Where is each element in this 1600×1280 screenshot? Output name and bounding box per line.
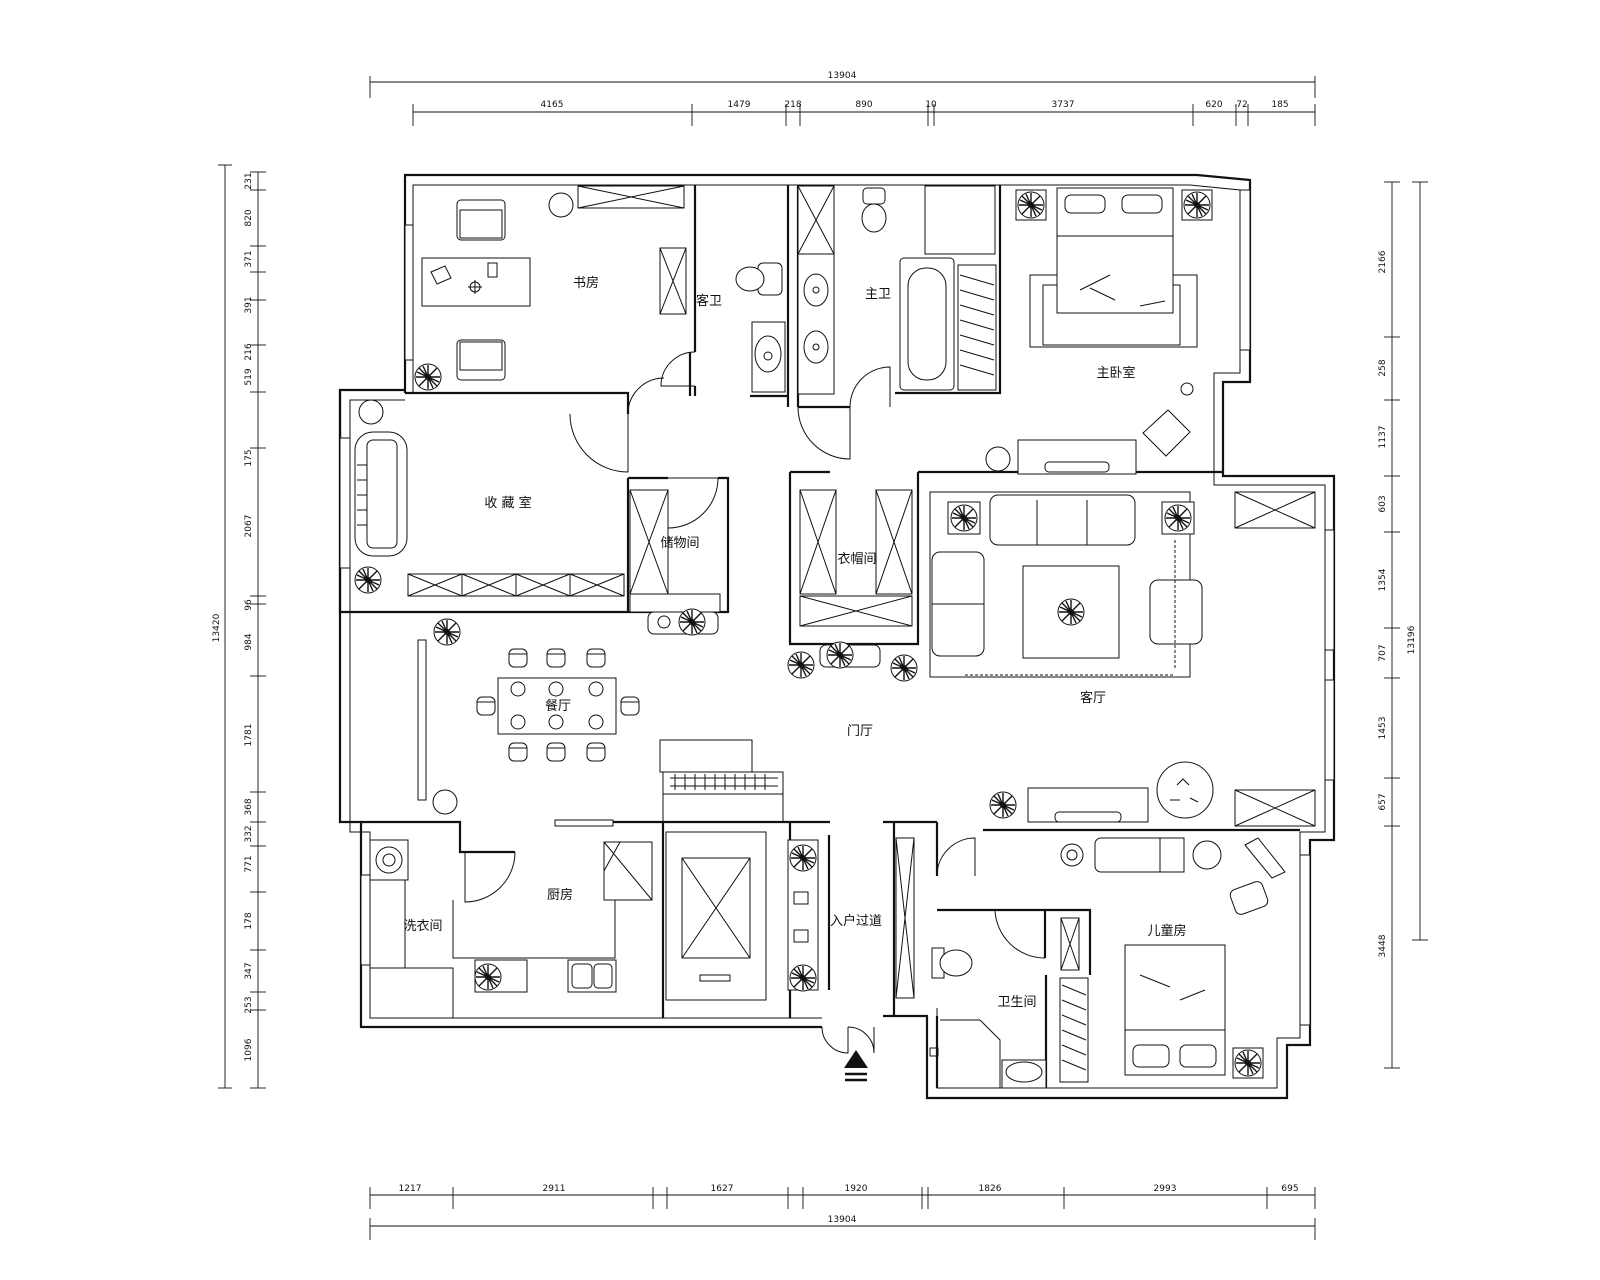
dim-top-total: 13904 [828,71,857,81]
dim-top-seg-4: 890 [855,100,872,110]
dim-left-seg-16: 347 [244,962,254,979]
label-dining: 餐厅 [545,698,571,714]
label-guest-bath: 客卫 [696,293,722,309]
dim-left-seg-9: 96 [244,599,254,611]
dim-left-seg-18: 1096 [244,1038,254,1061]
dim-top-seg-8: 72 [1236,100,1247,110]
dim-top-seg-3: 218 [784,100,801,110]
dim-top-seg-5: 10 [925,100,937,110]
label-living: 客厅 [1080,690,1106,706]
dim-right-seg-7: 1453 [1378,717,1388,740]
label-entry-passage: 入户过道 [830,913,882,929]
dim-bottom-seg-3: 1627 [711,1184,734,1194]
dimension-left: 13420 231 820 371 391 216 519 175 2067 9… [212,164,266,1089]
dim-left-seg-15: 178 [244,912,254,929]
dimension-right: 2166 258 1137 603 1354 707 1453 657 3448… [1378,181,1428,1069]
dim-left-seg-7: 175 [244,449,254,466]
furniture-guest-bath [735,262,786,393]
dim-bottom-seg-1: 1217 [399,1184,422,1194]
furniture-master-bath [797,185,997,395]
dim-left-seg-3: 371 [244,250,254,267]
dim-left-seg-8: 2067 [244,515,254,538]
label-bathroom: 卫生间 [997,995,1036,1010]
furniture-study [414,185,687,391]
windows [339,189,1335,1026]
label-kitchen: 厨房 [547,887,573,903]
dim-right-total: 13196 [1407,625,1417,654]
furniture-dining [432,618,640,815]
dim-left-seg-14: 771 [244,855,254,872]
dim-top-seg-7: 620 [1205,100,1222,110]
dim-top-seg-6: 3737 [1052,100,1075,110]
dim-bottom-seg-7: 695 [1281,1184,1298,1194]
label-laundry: 洗衣间 [403,918,442,934]
dim-left-total: 13420 [212,613,222,642]
furniture-entry [787,837,915,1082]
dimension-top: 13904 4165 1479 218 890 10 3737 620 72 1… [369,71,1316,126]
dim-right-seg-6: 707 [1378,644,1388,661]
dim-left-seg-4: 391 [244,296,254,313]
dim-left-seg-5: 216 [244,343,254,360]
dim-left-seg-10: 984 [244,633,254,650]
dim-bottom-seg-4: 1920 [845,1184,868,1194]
label-master-bath: 主卫 [865,287,891,302]
furniture-master-bedroom [985,187,1213,475]
label-cloakroom: 衣帽间 [837,551,876,567]
dim-bottom-total: 13904 [828,1215,857,1225]
dim-top-seg-9: 185 [1271,100,1288,110]
doors [464,351,1046,1054]
dim-top-seg-1: 4165 [541,100,564,110]
room-labels: 书房 客卫 主卫 主卧室 收 藏 室 储物间 衣帽间 客厅 餐厅 门厅 洗衣间 … [403,275,1186,1010]
label-kids-room: 儿童房 [1147,923,1186,939]
dim-right-seg-2: 258 [1378,359,1388,376]
dim-left-seg-17: 253 [244,996,254,1013]
dim-left-seg-12: 368 [244,798,254,815]
dim-right-seg-8: 657 [1378,793,1388,810]
dim-right-seg-1: 2166 [1378,250,1388,273]
dim-right-seg-9: 3448 [1378,934,1388,957]
dim-right-seg-4: 603 [1378,495,1388,512]
label-collection: 收 藏 室 [484,495,531,511]
dim-top-seg-2: 1479 [728,100,751,110]
label-master-bedroom: 主卧室 [1096,365,1135,381]
furniture-collection [354,399,721,636]
furniture-living [659,491,1316,827]
furniture-kids-bath [929,947,1047,1089]
dim-left-seg-1: 231 [244,172,254,189]
dim-right-seg-3: 1137 [1378,426,1388,449]
dim-right-seg-5: 1354 [1378,568,1388,591]
dim-bottom-seg-5: 1826 [979,1184,1002,1194]
label-storage: 储物间 [660,536,699,551]
dimension-bottom: 1217 2911 1627 1920 1826 2993 695 13904 [369,1184,1316,1240]
dim-left-seg-11: 1781 [244,724,254,747]
furniture-kids-room [1059,837,1286,1083]
dim-bottom-seg-6: 2993 [1154,1184,1177,1194]
dim-left-seg-2: 820 [244,209,254,226]
dim-left-seg-6: 519 [244,368,254,385]
furniture-cloakroom [787,489,918,682]
exterior-walls [338,173,1336,1100]
furniture-kitchen [369,831,767,1001]
label-study: 书房 [573,275,599,291]
dim-left-seg-13: 332 [244,825,254,842]
dim-bottom-seg-2: 2911 [543,1184,566,1194]
label-foyer: 门厅 [847,724,873,739]
